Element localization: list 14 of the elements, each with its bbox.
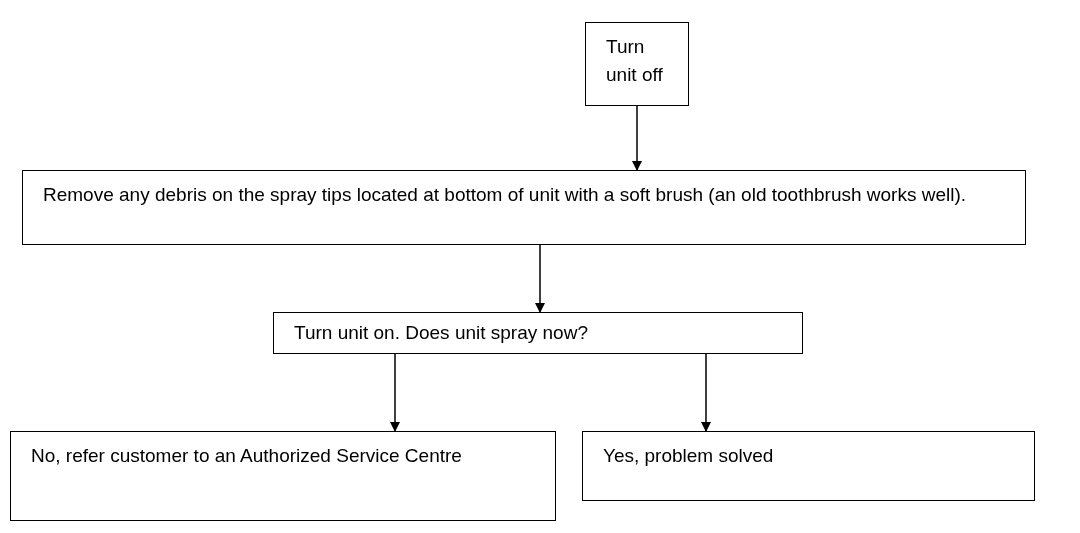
process-box: [273, 312, 803, 354]
arrow: [632, 105, 642, 171]
process-box: [582, 431, 1035, 501]
process-box: [585, 22, 689, 106]
arrow: [390, 353, 400, 432]
step-text: Yes, problem solved: [603, 444, 775, 468]
arrow: [535, 244, 545, 313]
arrow: [701, 353, 711, 432]
step-text: Turn unit on. Does unit spray now?: [294, 321, 589, 345]
step-text: No, refer customer to an Authorized Service Centre: [31, 444, 463, 468]
process-box: [10, 431, 556, 521]
step-text: Remove any debris on the spray tips located at bottom of unit with a soft brush (an old toothbrush works well).: [43, 183, 968, 207]
process-box: [22, 170, 1026, 245]
step-text: Turn unit off: [606, 35, 664, 87]
